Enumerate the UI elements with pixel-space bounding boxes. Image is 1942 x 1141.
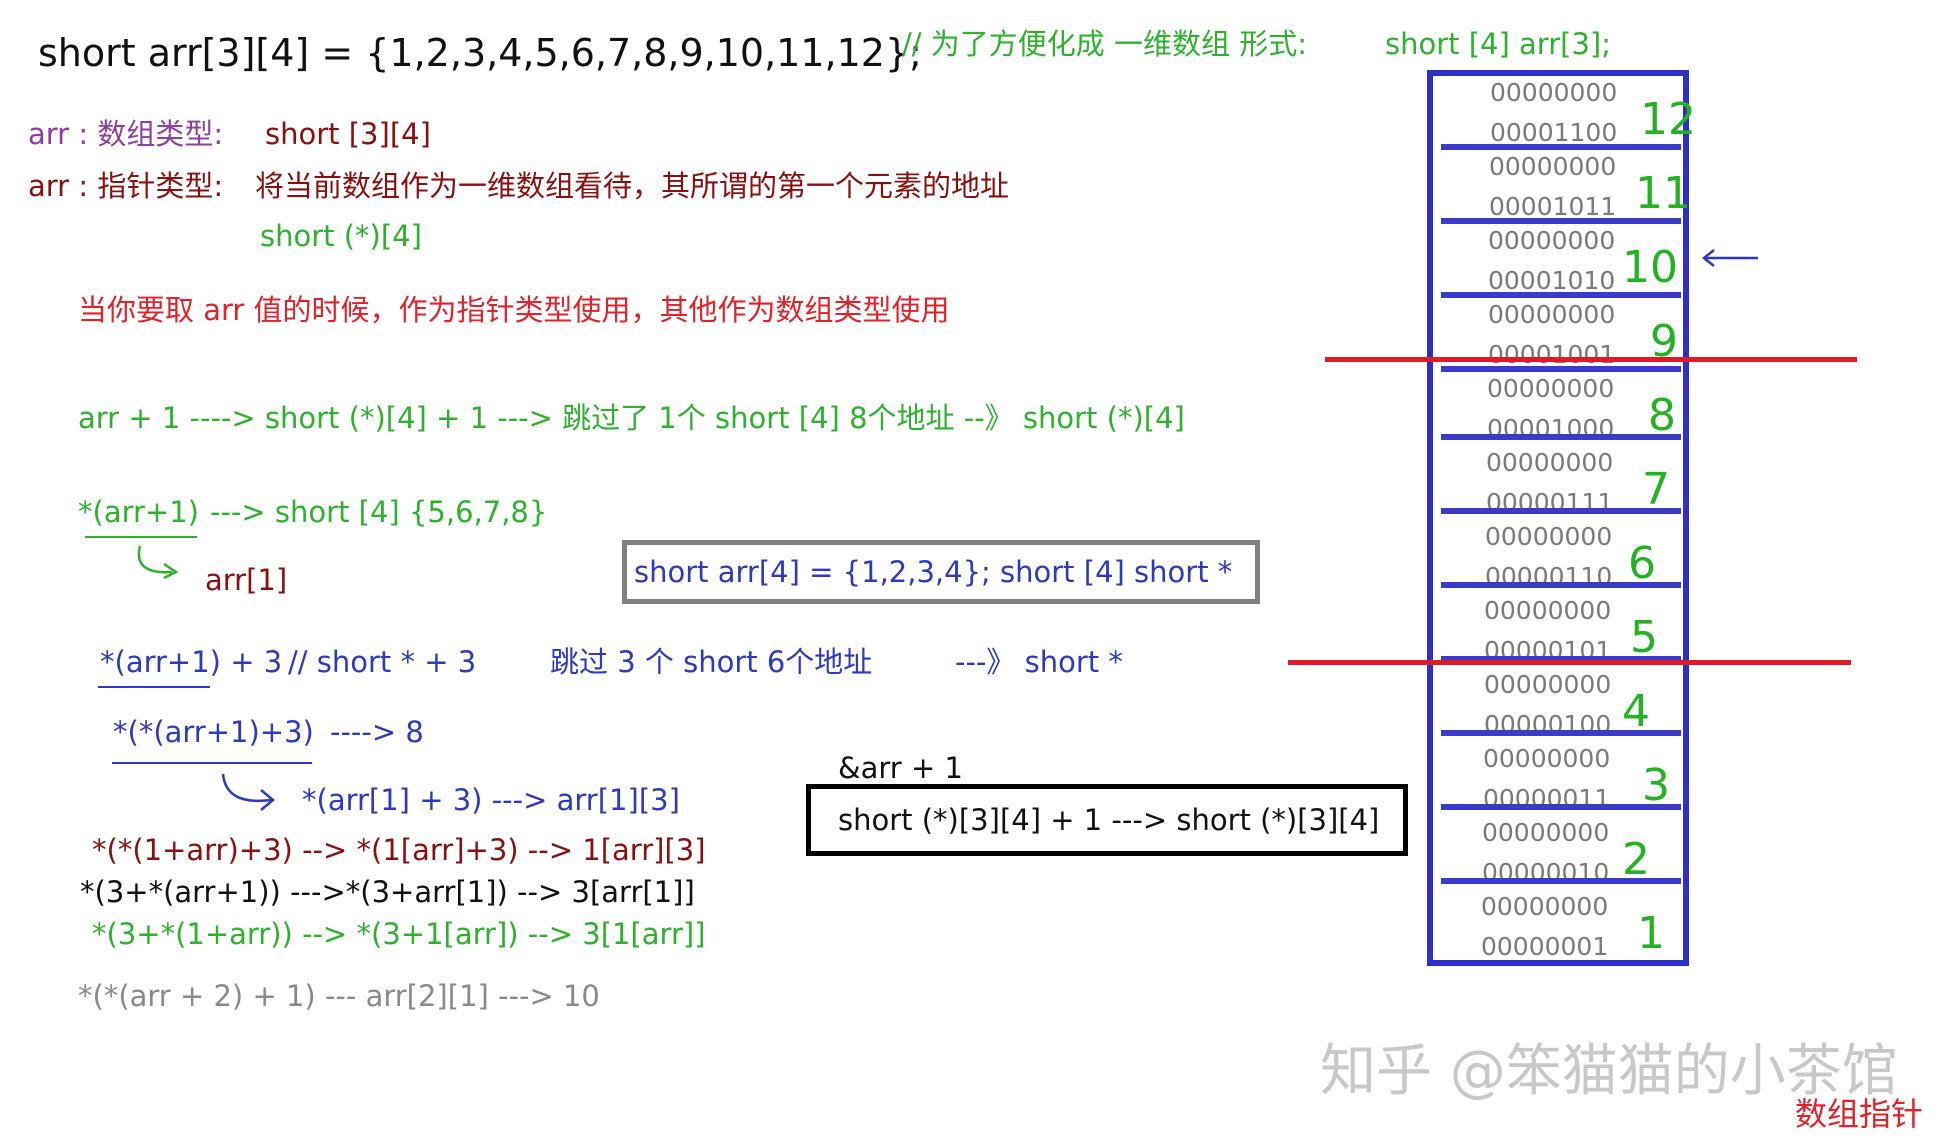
- memory-value: 4: [1622, 686, 1650, 737]
- corner-label: 数组指针: [1795, 1095, 1924, 1133]
- memory-low-byte: 00000001: [1481, 932, 1609, 961]
- deref-full-result: ----> 8: [330, 715, 424, 749]
- memory-separator: [1441, 730, 1681, 736]
- memory-separator: [1441, 292, 1681, 298]
- equivalence-1: *(*(1+arr)+3) --> *(1[arr]+3) --> 1[arr]…: [92, 833, 706, 867]
- short-arr4-box: [622, 540, 1260, 604]
- deref-result: ---> short [4] {5,6,7,8}: [210, 495, 548, 529]
- watermark: 知乎 @笨猫猫的小茶馆: [1320, 1039, 1898, 1104]
- memory-separator: [1441, 366, 1681, 372]
- equivalence-4: *(*(arr + 2) + 1) --- arr[2][1] ---> 10: [78, 979, 600, 1013]
- arr-label-array: arr : 数组类型:: [28, 117, 224, 151]
- memory-high-byte: 00000000: [1484, 596, 1612, 625]
- arr-plus-1-line: arr + 1 ----> short (*)[4] + 1 ---> 跳过了 …: [78, 401, 1185, 435]
- memory-separator: [1441, 804, 1681, 810]
- deref-plus-3-skip: 跳过 3 个 short 6个地址: [550, 645, 873, 679]
- curved-arrow-icon-2: [221, 773, 275, 811]
- memory-low-byte: 00001011: [1489, 192, 1617, 221]
- memory-value: 12: [1640, 94, 1696, 145]
- memory-high-byte: 00000000: [1488, 300, 1616, 329]
- memory-high-byte: 00000000: [1488, 226, 1616, 255]
- memory-high-byte: 00000000: [1485, 522, 1613, 551]
- memory-value: 5: [1630, 612, 1658, 663]
- memory-separator: [1441, 434, 1681, 440]
- memory-high-byte: 00000000: [1481, 892, 1609, 921]
- memory-column: [1427, 70, 1689, 966]
- divider-top: [1325, 357, 1857, 362]
- deref-plus-3-comment: // short * + 3: [288, 645, 477, 679]
- short-arr4-text: short arr[4] = {1,2,3,4}; short [4] shor…: [634, 555, 1233, 589]
- memory-value: 1: [1637, 908, 1665, 959]
- pointer-desc: 将当前数组作为一维数组看待，其所谓的第一个元素的地址: [255, 169, 1010, 203]
- comment: // 为了方便化成 一维数组 形式:: [902, 27, 1307, 61]
- memory-separator: [1441, 218, 1681, 224]
- deref-plus-3: *(arr+1) + 3: [100, 645, 283, 679]
- memory-high-byte: 00000000: [1482, 818, 1610, 847]
- deref-full: *(*(arr+1)+3): [113, 715, 314, 749]
- arr-label-pointer: arr : 指针类型:: [28, 169, 224, 203]
- memory-value: 2: [1622, 834, 1650, 885]
- pointer-type: short (*)[4]: [260, 219, 422, 253]
- memory-separator: [1441, 656, 1681, 662]
- divider-bottom: [1288, 660, 1851, 665]
- memory-value: 10: [1622, 242, 1678, 293]
- memory-separator: [1441, 144, 1681, 150]
- memory-low-byte: 00001001: [1488, 340, 1616, 369]
- memory-separator: [1441, 582, 1681, 588]
- arr13-line: *(arr[1] + 3) ---> arr[1][3]: [302, 783, 680, 817]
- deref-plus-3-underline: [98, 686, 210, 688]
- equivalence-2: *(3+*(arr+1)) --->*(3+arr[1]) --> 3[arr[…: [80, 875, 695, 909]
- memory-high-byte: 00000000: [1490, 78, 1618, 107]
- address-of-arr-label: &arr + 1: [838, 751, 963, 785]
- comment-code: short [4] arr[3];: [1385, 27, 1611, 61]
- deref-full-underline: [112, 762, 312, 764]
- arr1-label: arr[1]: [205, 563, 288, 597]
- memory-value: 3: [1642, 760, 1670, 811]
- array-type: short [3][4]: [265, 117, 431, 151]
- memory-high-byte: 00000000: [1484, 670, 1612, 699]
- memory-high-byte: 00000000: [1487, 374, 1615, 403]
- memory-separator: [1441, 508, 1681, 514]
- declaration: short arr[3][4] = {1,2,3,4,5,6,7,8,9,10,…: [38, 31, 922, 75]
- array-pointer-text: short (*)[3][4] + 1 ---> short (*)[3][4]: [838, 803, 1380, 837]
- deref-plus-3-result: ---》 short *: [955, 645, 1123, 679]
- memory-value: 8: [1648, 390, 1676, 441]
- pointer-arrow-icon: [1701, 249, 1758, 267]
- memory-separator: [1441, 878, 1681, 884]
- memory-value: 11: [1635, 168, 1691, 219]
- memory-low-byte: 00001100: [1490, 118, 1618, 147]
- memory-high-byte: 00000000: [1483, 744, 1611, 773]
- usage-note: 当你要取 arr 值的时候，作为指针类型使用，其他作为数组类型使用: [78, 293, 950, 327]
- memory-high-byte: 00000000: [1489, 152, 1617, 181]
- memory-value: 6: [1628, 538, 1656, 589]
- memory-value: 7: [1642, 464, 1670, 515]
- deref-underline: [85, 536, 197, 538]
- deref-arr-plus-1: *(arr+1): [78, 495, 199, 529]
- memory-high-byte: 00000000: [1486, 448, 1614, 477]
- curved-arrow-icon: [137, 545, 179, 580]
- equivalence-3: *(3+*(1+arr)) --> *(3+1[arr]) --> 3[1[ar…: [92, 917, 706, 951]
- array-pointer-box: [806, 784, 1408, 856]
- memory-low-byte: 00001010: [1488, 266, 1616, 295]
